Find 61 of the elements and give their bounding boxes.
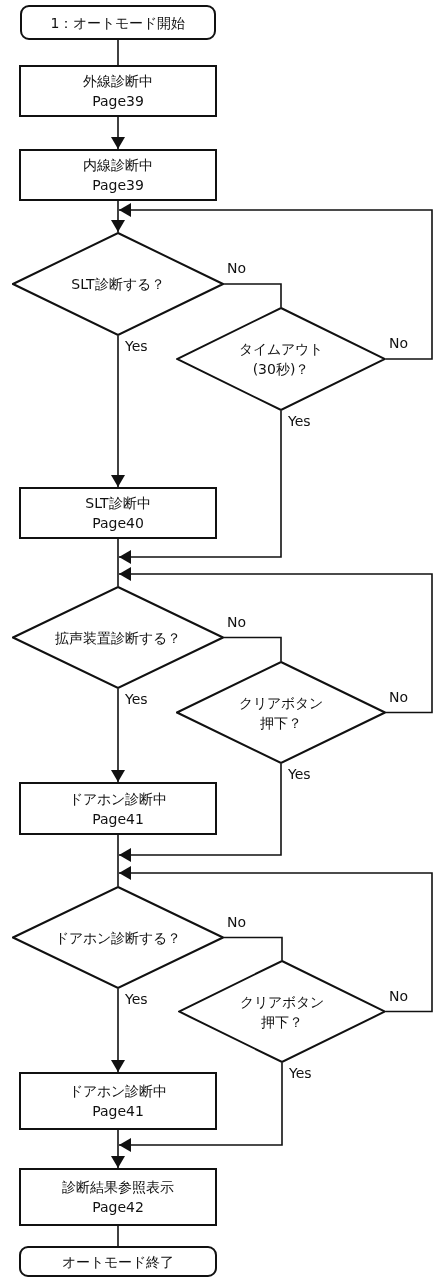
process-box — [19, 1168, 217, 1226]
arrow — [111, 1129, 125, 1169]
step-label: 外線診断中 — [83, 72, 153, 91]
connector-line — [223, 283, 282, 308]
arrow — [111, 200, 125, 233]
edge-label: Yes — [287, 413, 312, 429]
terminal-box — [19, 1246, 217, 1277]
edge-label: Yes — [124, 991, 149, 1007]
edge-label: Yes — [287, 766, 312, 782]
process-box — [19, 782, 217, 835]
terminal-label: 1：オートモード開始 — [50, 13, 186, 33]
edge-label: Yes — [124, 691, 149, 707]
arrow — [111, 688, 125, 783]
edge-label: Yes — [124, 338, 149, 354]
step-label: ドアホン診断中 — [69, 789, 167, 809]
decision-diamond — [12, 886, 224, 989]
decision-diamond — [12, 586, 224, 689]
arrow — [118, 1062, 283, 1152]
page-reference: Page40 — [92, 514, 144, 533]
arrow — [111, 335, 125, 488]
process-box — [19, 1072, 217, 1130]
edge-label: No — [388, 335, 410, 351]
page-reference: Page41 — [92, 1102, 144, 1121]
connector-line — [223, 636, 282, 662]
connector-line — [117, 834, 119, 887]
terminal-label: オートモード終了 — [62, 1252, 174, 1272]
arrow — [111, 116, 125, 150]
decision-diamond — [178, 960, 386, 1063]
page-reference: Page41 — [92, 809, 144, 829]
step-label: ドアホン診断中 — [69, 1082, 167, 1101]
question-text: クリアボタン押下？ — [238, 693, 324, 733]
page-reference: Page42 — [92, 1198, 144, 1217]
arrow — [118, 410, 282, 564]
terminal-box — [20, 5, 216, 40]
process-box — [19, 65, 217, 117]
step-label: SLT診断中 — [85, 494, 151, 513]
connector-line — [117, 538, 119, 587]
edge-label: Yes — [288, 1065, 313, 1081]
process-box — [19, 487, 217, 539]
connector-line — [117, 1225, 119, 1247]
decision-diamond — [176, 307, 386, 411]
question-text: 拡声装置診断する？ — [55, 628, 181, 648]
question-text: SLT診断する？ — [71, 275, 165, 294]
question-text: タイムアウト(30秒)？ — [238, 340, 324, 379]
arrow — [111, 988, 125, 1073]
decision-diamond — [12, 232, 224, 336]
arrow — [118, 763, 282, 862]
process-box — [19, 149, 217, 201]
edge-label: No — [226, 260, 248, 276]
step-label: 内線診断中 — [83, 156, 153, 175]
arrow — [118, 567, 433, 714]
page-reference: Page39 — [92, 92, 144, 111]
connector-line — [223, 936, 283, 961]
arrow — [118, 203, 433, 360]
step-label: 診断結果参照表示 — [62, 1178, 174, 1197]
page-reference: Page39 — [92, 176, 144, 195]
arrow — [118, 866, 433, 1013]
question-text: クリアボタン押下？ — [239, 992, 325, 1032]
decision-diamond — [176, 661, 386, 764]
question-text: ドアホン診断する？ — [55, 928, 181, 948]
connector-line — [117, 39, 119, 66]
